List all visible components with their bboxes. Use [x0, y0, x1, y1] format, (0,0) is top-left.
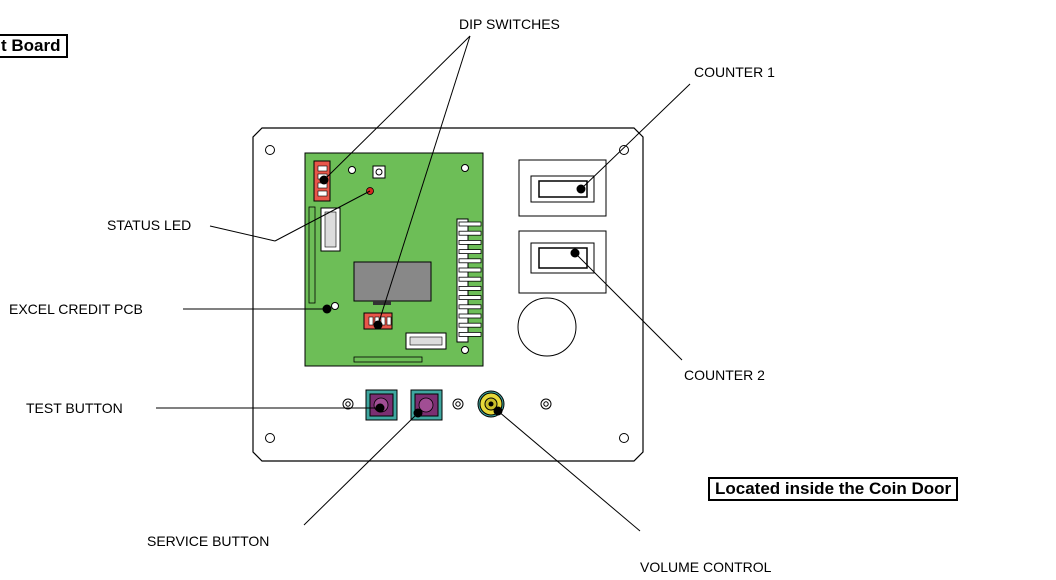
callout-lines	[156, 35, 691, 532]
counter-2	[518, 230, 607, 294]
label-service-button: SERVICE BUTTON	[147, 533, 270, 549]
connector-pin	[458, 258, 482, 264]
label-status-led: STATUS LED	[107, 217, 192, 233]
connector-pin	[458, 249, 482, 255]
connector-pin	[458, 267, 482, 273]
connector-pin	[458, 285, 482, 291]
label-test-button: TEST BUTTON	[26, 400, 123, 416]
title-box: t Board	[0, 34, 68, 58]
connector-pin	[458, 295, 482, 301]
label-counter-1: COUNTER 1	[694, 64, 775, 80]
excel-credit-pcb	[304, 152, 484, 367]
connector-pin	[458, 239, 482, 245]
control-row	[342, 398, 552, 410]
label-excel-credit-pcb: EXCEL CREDIT PCB	[9, 301, 143, 317]
label-volume-control: VOLUME CONTROL	[640, 559, 772, 575]
connector-pin	[458, 331, 482, 337]
connector-pin	[458, 230, 482, 236]
connector-pin	[458, 276, 482, 282]
connector-pin	[458, 221, 482, 227]
label-dip-switches: DIP SWITCHES	[459, 16, 560, 32]
connector-pin	[458, 304, 482, 310]
location-box: Located inside the Coin Door	[708, 477, 959, 501]
connector-pin	[458, 313, 482, 319]
connector-pin	[458, 322, 482, 328]
label-counter-2: COUNTER 2	[684, 367, 765, 383]
callout-dots	[319, 175, 586, 418]
speaker-hole	[517, 297, 577, 357]
counter-1	[518, 159, 607, 217]
